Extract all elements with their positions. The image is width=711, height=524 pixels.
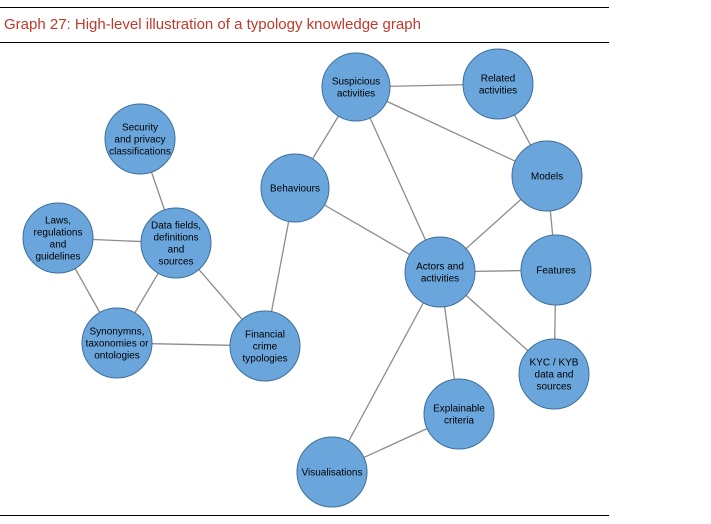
node-circle-related <box>462 48 534 120</box>
node-label-related: activities <box>479 86 517 97</box>
node-label-datafields: sources <box>158 257 193 268</box>
node-label-suspicious: activities <box>337 89 375 100</box>
node-label-synonyms: Synonymns, <box>89 327 144 338</box>
node-label-security: and privacy <box>114 135 165 146</box>
edge-actors-visualisations <box>331 271 441 473</box>
node-label-synonyms: ontologies <box>94 351 140 362</box>
node-label-laws: and <box>50 240 67 251</box>
node-circle-datafields <box>140 207 212 279</box>
node-label-explainable: criteria <box>444 416 474 427</box>
node-circle-laws <box>22 202 94 274</box>
node-circle-explainable <box>423 378 495 450</box>
node-circle-visualisations <box>296 436 368 508</box>
node-label-suspicious: Suspicious <box>332 77 380 88</box>
node-label-financial: typologies <box>242 354 287 365</box>
node-label-datafields: Data fields, <box>151 221 201 232</box>
node-circle-kyc <box>518 338 590 410</box>
node-label-actors: activities <box>421 274 459 285</box>
node-circle-financial <box>229 310 301 382</box>
node-label-datafields: and <box>168 245 185 256</box>
node-models: Models <box>511 140 583 212</box>
node-label-actors: Actors and <box>416 262 464 273</box>
node-label-laws: regulations <box>34 228 83 239</box>
node-circle-synonyms <box>81 307 153 379</box>
node-label-kyc: KYC / KYB <box>530 358 579 369</box>
top-rule <box>0 7 609 8</box>
graph-nodes: SuspiciousactivitiesRelatedactivitiesSec… <box>22 48 592 508</box>
node-label-visualisations: Visualisations <box>302 468 363 479</box>
node-label-security: Security <box>122 123 158 134</box>
node-label-kyc: data and <box>535 370 574 381</box>
node-visualisations: Visualisations <box>296 436 368 508</box>
node-circle-actors <box>404 236 476 308</box>
node-label-related: Related <box>481 74 515 85</box>
node-label-behaviours: Behaviours <box>270 184 320 195</box>
node-label-financial: crime <box>253 342 278 353</box>
node-features: Features <box>520 234 592 306</box>
figure-title: Graph 27: High-level illustration of a t… <box>4 16 421 33</box>
node-label-synonyms: taxonomies or <box>86 339 149 350</box>
node-label-datafields: definitions <box>153 233 198 244</box>
node-label-features: Features <box>536 266 575 277</box>
bottom-rule <box>0 515 609 516</box>
node-circle-suspicious <box>321 52 391 122</box>
title-rule <box>0 42 609 43</box>
node-label-models: Models <box>531 172 563 183</box>
node-label-laws: Laws, <box>45 216 71 227</box>
node-label-explainable: Explainable <box>433 404 485 415</box>
node-label-laws: guidelines <box>35 252 80 263</box>
node-label-financial: Financial <box>245 330 285 341</box>
node-circle-models <box>511 140 583 212</box>
node-circle-features <box>520 234 592 306</box>
node-circle-security <box>104 103 176 175</box>
node-label-security: classifications <box>109 147 171 158</box>
node-behaviours: Behaviours <box>260 153 330 223</box>
node-label-kyc: sources <box>536 382 571 393</box>
node-circle-behaviours <box>260 153 330 223</box>
